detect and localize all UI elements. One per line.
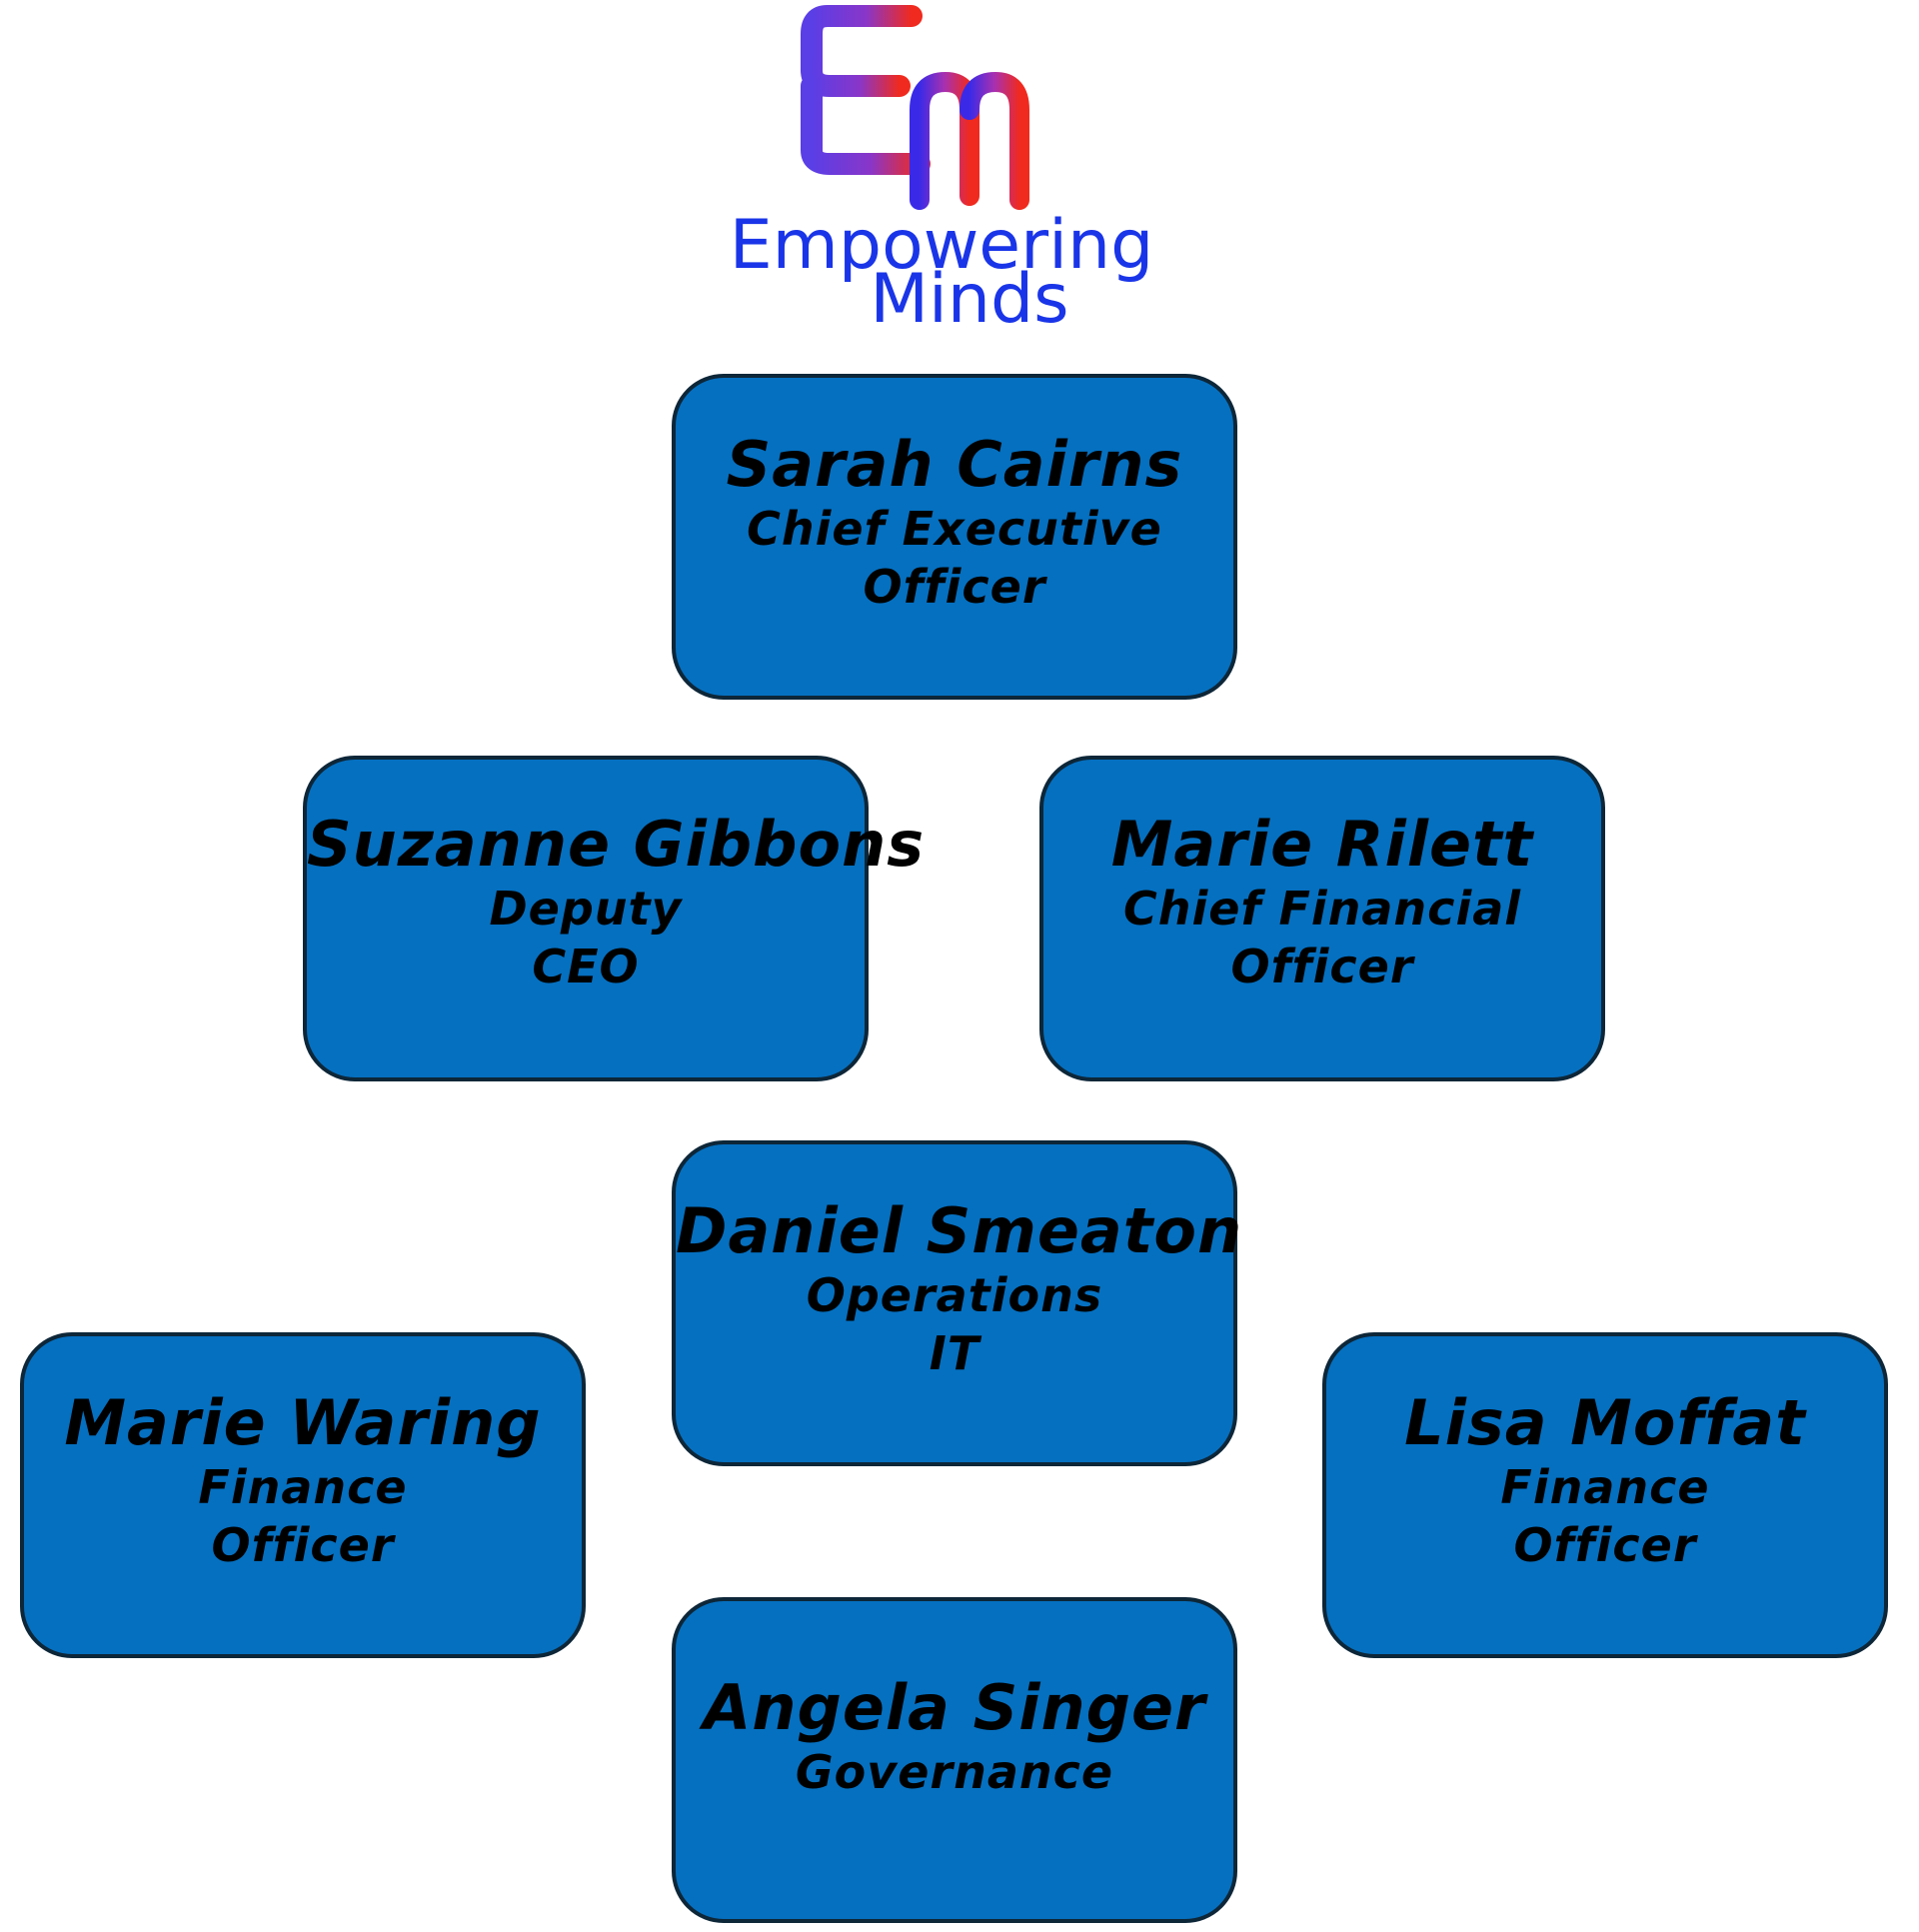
person-name: Lisa Moffat: [1404, 1386, 1806, 1459]
logo-text-line1: Empowering: [730, 206, 1154, 285]
person-role-line1: Governance: [795, 1745, 1114, 1799]
logo-e-letter: [801, 4, 931, 175]
person-name: Marie Waring: [64, 1386, 542, 1459]
logo-m-letter: [910, 72, 1029, 210]
person-role-line1: Chief Financial: [1122, 882, 1522, 936]
org-card-suzanne-gibbons: Suzanne Gibbons Deputy CEO: [303, 756, 926, 1081]
org-card-angela-singer: Angela Singer Governance: [672, 1597, 1237, 1923]
person-role-line2: IT: [929, 1326, 980, 1380]
org-card-daniel-smeaton: Daniel Smeaton Operations IT: [672, 1140, 1243, 1466]
person-role-line1: Finance: [1500, 1460, 1710, 1514]
empowering-minds-logo: Empowering Minds: [730, 4, 1154, 339]
person-name: Daniel Smeaton: [676, 1194, 1243, 1267]
org-card-marie-waring: Marie Waring Finance Officer: [20, 1332, 586, 1658]
person-role-line2: Officer: [1230, 940, 1414, 993]
person-role-line1: Finance: [198, 1460, 408, 1514]
org-card-marie-rilett: Marie Rilett Chief Financial Officer: [1039, 756, 1605, 1081]
person-name: Marie Rilett: [1110, 808, 1534, 881]
person-role-line2: Officer: [863, 560, 1046, 614]
person-role-line1: Deputy: [489, 882, 683, 936]
person-name: Suzanne Gibbons: [307, 808, 926, 881]
person-role-line2: CEO: [532, 940, 640, 993]
person-role-line1: Operations: [806, 1268, 1103, 1322]
person-name: Sarah Cairns: [726, 428, 1183, 501]
person-role-line2: Officer: [211, 1518, 395, 1572]
person-role-line1: Chief Executive: [747, 502, 1162, 556]
org-card-lisa-moffat: Lisa Moffat Finance Officer: [1322, 1332, 1888, 1658]
person-name: Angela Singer: [703, 1671, 1206, 1744]
org-card-sarah-cairns: Sarah Cairns Chief Executive Officer: [672, 374, 1237, 700]
logo-text-line2: Minds: [870, 260, 1068, 339]
person-role-line2: Officer: [1513, 1518, 1697, 1572]
